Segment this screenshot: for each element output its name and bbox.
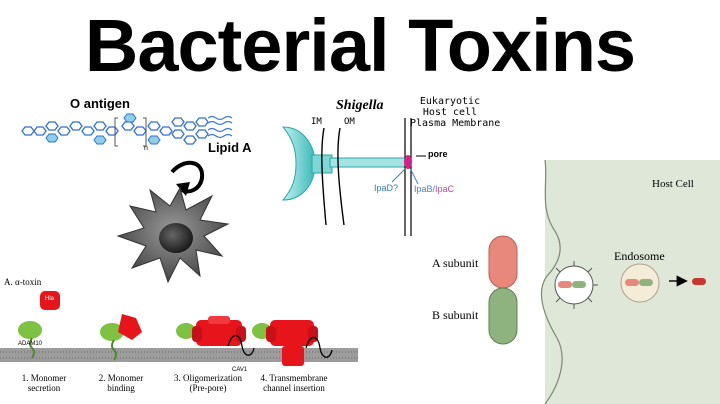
ab-toxin-panel bbox=[488, 159, 720, 404]
adam10-receptor-1 bbox=[18, 321, 42, 359]
om-label: OM bbox=[344, 117, 355, 127]
step-3-label: 3. Oligomerization (Pre-pore) bbox=[174, 373, 242, 393]
curved-arrow-icon bbox=[170, 161, 205, 196]
endosome-label: Endosome bbox=[614, 249, 665, 263]
immune-cell bbox=[116, 186, 230, 284]
page-title: Bacterial Toxins bbox=[84, 4, 636, 87]
adam10-receptor-3 bbox=[176, 323, 196, 339]
host-cell-label: Host Cell bbox=[652, 178, 694, 190]
basal-body bbox=[281, 126, 316, 201]
alpha-toxin-panel bbox=[0, 291, 358, 366]
step-1-label: 1. Monomer secretion bbox=[21, 373, 67, 393]
translocon-pore bbox=[404, 155, 412, 169]
ipad-pointer bbox=[391, 167, 407, 183]
eukaryotic-label: Eukaryotic Host cell Plasma Membrane bbox=[410, 96, 501, 129]
host-cell-membrane bbox=[540, 159, 563, 404]
released-a-subunit bbox=[692, 278, 706, 285]
pre-pore-oligomer bbox=[192, 316, 246, 346]
im-label: IM bbox=[311, 117, 322, 127]
lps-molecule bbox=[21, 113, 233, 147]
endosome-b-subunit bbox=[639, 279, 653, 286]
cav1-strand bbox=[227, 334, 255, 356]
vesicle-receptors bbox=[555, 261, 598, 309]
b-subunit-label: B subunit bbox=[432, 308, 479, 322]
shigella-secretion-system bbox=[281, 118, 426, 236]
repeat-n-label: n bbox=[144, 145, 148, 152]
hla-label: Hla bbox=[45, 296, 55, 302]
adam10-label: ADAM10 bbox=[18, 341, 43, 347]
a-subunit-shape bbox=[488, 235, 518, 289]
cell-nucleus bbox=[159, 223, 193, 253]
cav1-strand-2 bbox=[305, 336, 333, 358]
alpha-toxin-panel-title: A. α-toxin bbox=[4, 277, 42, 287]
cav1-label: CAV1 bbox=[232, 367, 248, 373]
lipid-a-label: Lipid A bbox=[208, 140, 252, 155]
membrane bbox=[0, 348, 358, 362]
step-2-label: 2. Monomer binding bbox=[98, 373, 144, 393]
repeat-bracket-left bbox=[114, 117, 118, 147]
lps-hexagon-chain bbox=[21, 117, 209, 145]
bound-monomer bbox=[118, 314, 142, 340]
outer-membrane bbox=[337, 127, 345, 226]
repeat-bracket-right bbox=[143, 117, 147, 147]
vesicle-a-subunit bbox=[558, 281, 572, 288]
needle bbox=[329, 157, 409, 168]
shigella-title: Shigella bbox=[336, 98, 384, 113]
pore-label: pore bbox=[428, 149, 448, 159]
lps-sidechain bbox=[45, 113, 161, 145]
vesicle-b-subunit bbox=[572, 281, 586, 288]
a-subunit-label: A subunit bbox=[432, 256, 479, 270]
hla-monomer bbox=[40, 291, 60, 310]
ipab-ipac-label: IpaB/IpaC bbox=[414, 184, 455, 194]
lipid-a-tails bbox=[207, 115, 233, 139]
ipad-label: IpaD? bbox=[374, 183, 399, 193]
b-subunit-shape bbox=[488, 287, 518, 345]
inner-membrane bbox=[321, 127, 327, 226]
endosome-a-subunit bbox=[625, 279, 639, 286]
o-antigen-label: O antigen bbox=[70, 96, 130, 111]
ipab-pointer bbox=[409, 167, 419, 185]
adam10-receptor-2 bbox=[100, 323, 124, 361]
step-4-label: 4. Transmembrane channel insertion bbox=[260, 373, 328, 393]
